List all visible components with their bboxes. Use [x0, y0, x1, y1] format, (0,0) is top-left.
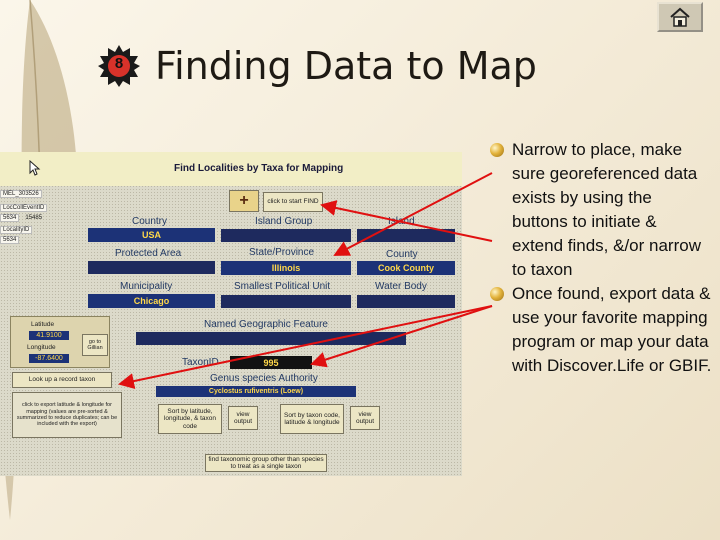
- latitude-label: Latitude: [31, 321, 55, 328]
- view-output-button[interactable]: view output: [228, 406, 258, 430]
- lookup-taxon-button[interactable]: Look up a record taxon: [12, 372, 112, 388]
- go-to-button[interactable]: go to Gillian: [82, 334, 108, 356]
- find-taxonomic-group-button[interactable]: find taxonomic group other than species …: [205, 454, 327, 472]
- state-province-label: State/Province: [249, 247, 315, 258]
- bullet-list: Narrow to place, make sure georeferenced…: [490, 138, 712, 378]
- island-field[interactable]: [357, 229, 455, 242]
- country-label: Country: [132, 216, 168, 227]
- record-row: 5634: [0, 234, 20, 246]
- protected-area-field[interactable]: [88, 261, 215, 274]
- county-field[interactable]: Cook County: [357, 261, 455, 275]
- named-geographic-feature-label: Named Geographic Feature: [204, 319, 328, 330]
- home-icon: [670, 7, 690, 27]
- island-label: Island: [388, 216, 415, 227]
- water-body-label: Water Body: [375, 281, 427, 292]
- protected-area-label: Protected Area: [115, 248, 182, 259]
- genus-species-authority-label: Genus species Authority: [210, 373, 318, 384]
- add-button[interactable]: +: [229, 190, 259, 212]
- bullet-icon: [490, 287, 504, 301]
- bullet-item: Once found, export data & use your favor…: [490, 282, 712, 378]
- record-row: MEL_303526: [0, 188, 42, 200]
- taxon-id-label: TaxonID: [182, 357, 219, 368]
- record-row: 5634 15485: [0, 212, 42, 224]
- water-body-field[interactable]: [357, 295, 455, 308]
- genus-species-authority-field[interactable]: Cyclostus rufiventris (Loew): [156, 386, 356, 397]
- form-title: Find Localities by Taxa for Mapping: [174, 163, 344, 174]
- sort-taxon-lat-long-button[interactable]: Sort by taxon code, latitude & longitude: [280, 404, 344, 434]
- loc-coll-event-value: 15485: [25, 215, 43, 221]
- island-group-label: Island Group: [255, 216, 313, 227]
- home-button[interactable]: [657, 2, 703, 32]
- bullet-item: Narrow to place, make sure georeferenced…: [490, 138, 712, 282]
- find-button[interactable]: click to start FIND: [263, 192, 323, 212]
- export-button[interactable]: click to export latitude & longitude for…: [12, 392, 122, 438]
- view-output-button[interactable]: view output: [350, 406, 380, 430]
- latitude-value: 41.9100: [29, 331, 69, 340]
- state-province-field[interactable]: Illinois: [221, 261, 351, 275]
- bullet-text: Narrow to place, make sure georeferenced…: [512, 140, 701, 279]
- longitude-label: Longitude: [27, 344, 56, 351]
- named-geographic-feature-field[interactable]: [136, 332, 406, 345]
- page-title: Finding Data to Map: [155, 44, 537, 88]
- sort-lat-long-taxon-button[interactable]: Sort by latitude, longitude, & taxon cod…: [158, 404, 222, 434]
- record-id: MEL_303526: [0, 190, 42, 198]
- locality-id-value: 5634: [0, 236, 20, 244]
- locality-id-label: LocalityID: [0, 226, 33, 234]
- coordinates-box: Latitude 41.9100 Longitude -87.6400: [10, 316, 110, 368]
- record-row: LocalityID: [0, 224, 33, 236]
- taxon-id-field[interactable]: 995: [230, 356, 312, 369]
- country-field[interactable]: USA: [88, 228, 215, 242]
- smallest-political-unit-field[interactable]: [221, 295, 351, 308]
- cursor-icon: [29, 160, 41, 176]
- bullet-text: Once found, export data & use your favor…: [512, 284, 712, 375]
- slide-number-badge: [98, 45, 140, 87]
- island-group-field[interactable]: [221, 229, 351, 242]
- longitude-value: -87.6400: [29, 354, 69, 363]
- record-row: LocCollEventID: [0, 202, 48, 214]
- filemaker-screenshot: Find Localities by Taxa for Mapping MEL_…: [0, 152, 462, 476]
- loc-coll-event-id: 5634: [0, 214, 20, 222]
- slide-number: 8: [114, 55, 124, 72]
- loc-coll-event-label: LocCollEventID: [0, 204, 48, 212]
- municipality-field[interactable]: Chicago: [88, 294, 215, 308]
- county-label: County: [386, 249, 418, 260]
- smallest-political-unit-label: Smallest Political Unit: [234, 281, 331, 292]
- bullet-icon: [490, 143, 504, 157]
- municipality-label: Municipality: [120, 281, 173, 292]
